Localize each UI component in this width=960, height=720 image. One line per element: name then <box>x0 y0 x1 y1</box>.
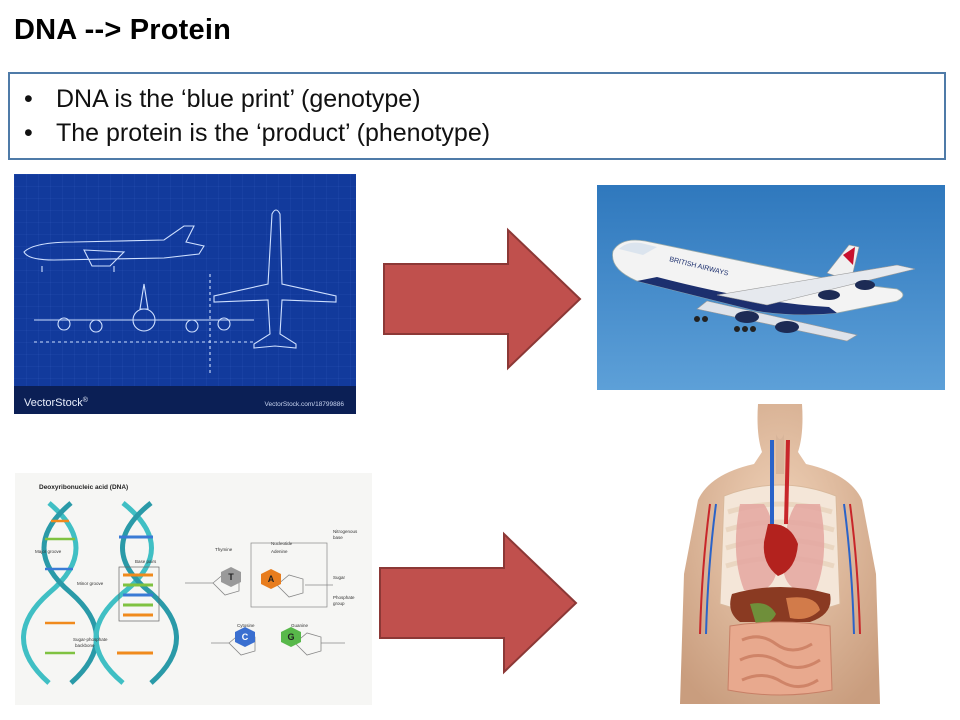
base-t: T <box>228 572 234 582</box>
blueprint-image: VectorStock® VectorStock.com/18799886 <box>14 174 356 414</box>
nitrogenous-label-2: base <box>333 535 343 540</box>
bullet-box: • DNA is the ‘blue print’ (genotype) • T… <box>8 72 946 160</box>
base-pairs-label: Base pairs <box>135 559 157 564</box>
base-c: C <box>242 632 249 642</box>
bullet-item: • DNA is the ‘blue print’ (genotype) <box>24 82 944 116</box>
airplane-side-view <box>23 225 205 272</box>
bullet-list: • DNA is the ‘blue print’ (genotype) • T… <box>10 74 944 150</box>
base-g: G <box>287 632 294 642</box>
base-a: A <box>268 574 275 584</box>
dna-helix-left <box>21 501 99 685</box>
backbone-label-1: Sugar-phosphate <box>73 637 108 642</box>
airplane-top-view <box>209 209 337 374</box>
dna-helix-right <box>93 501 179 685</box>
thymine-label: Thymine <box>215 547 233 552</box>
vectorstock-logo: VectorStock® <box>24 396 89 409</box>
phosphate-label-1: Phosphate <box>333 595 355 600</box>
bullet-marker: • <box>24 119 33 147</box>
arrow-right-icon <box>379 531 578 675</box>
dna-heading: Deoxyribonucleic acid (DNA) <box>39 484 128 491</box>
arrow-right-icon <box>383 227 582 371</box>
vectorstock-url: VectorStock.com/18799886 <box>265 401 345 408</box>
airplane-front-view <box>34 283 254 343</box>
major-groove-label: Major groove <box>35 549 62 554</box>
cytosine-label: Cytosine <box>237 623 255 628</box>
bullet-marker: • <box>24 85 33 113</box>
human-anatomy-image <box>680 404 880 704</box>
guanine-label: Guanine <box>291 623 309 628</box>
minor-groove-label: Minor groove <box>77 581 104 586</box>
phosphate-label-2: group <box>333 601 345 606</box>
nitrogenous-label-1: Nitrogenous <box>333 529 358 534</box>
bullet-text: DNA is the ‘blue print’ (genotype) <box>56 85 421 113</box>
nucleotide-label: Nucleotide <box>271 541 293 546</box>
sugar-label: Sugar <box>333 575 346 580</box>
bullet-item: • The protein is the ‘product’ (phenotyp… <box>24 116 944 150</box>
airplane-photo: BRITISH AIRWAYS <box>597 185 945 390</box>
slide-title: DNA --> Protein <box>14 14 232 46</box>
adenine-label: Adenine <box>271 549 288 554</box>
backbone-label-2: backbone <box>75 643 95 648</box>
dna-diagram: Deoxyribonucleic acid (DNA) <box>15 473 372 705</box>
bullet-text: The protein is the ‘product’ (phenotype) <box>56 119 491 147</box>
